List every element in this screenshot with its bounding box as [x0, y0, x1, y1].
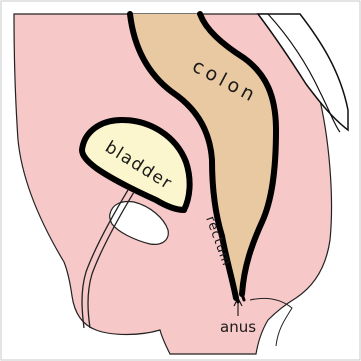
anus-label: anus [220, 318, 256, 336]
